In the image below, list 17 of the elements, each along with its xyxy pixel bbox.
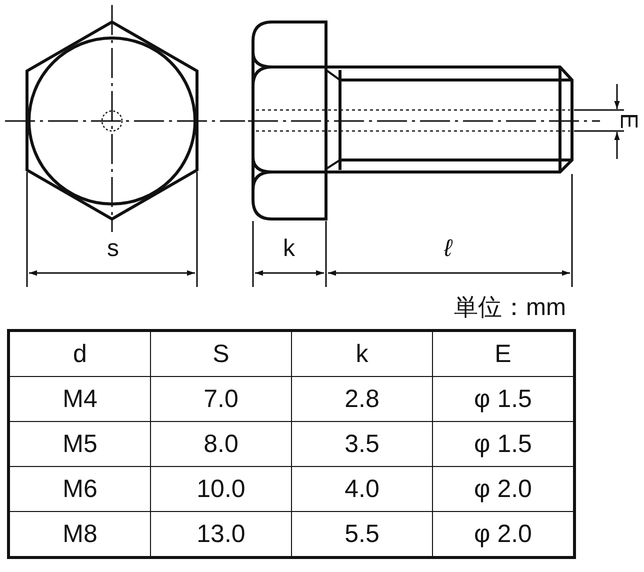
unit-note: 単位：mm (454, 295, 566, 321)
table-cell: M5 (8, 422, 150, 466)
header-cell: S (150, 330, 292, 376)
dimension-label: ℓ (444, 236, 452, 262)
table-cell: 2.8 (292, 376, 432, 422)
table-cell: 3.5 (292, 422, 432, 466)
table-cell: 4.0 (292, 466, 432, 512)
header-cell: k (292, 330, 432, 376)
dimension-label: s (107, 236, 119, 262)
header-cell: d (8, 330, 150, 376)
table-cell: M4 (8, 376, 150, 422)
table-cell: M6 (8, 466, 150, 512)
table-cell: 8.0 (150, 422, 292, 466)
dimension-label: E (615, 113, 641, 129)
table-cell: 7.0 (150, 376, 292, 422)
table-cell: 10.0 (150, 466, 292, 512)
dimension-label: k (283, 236, 295, 262)
